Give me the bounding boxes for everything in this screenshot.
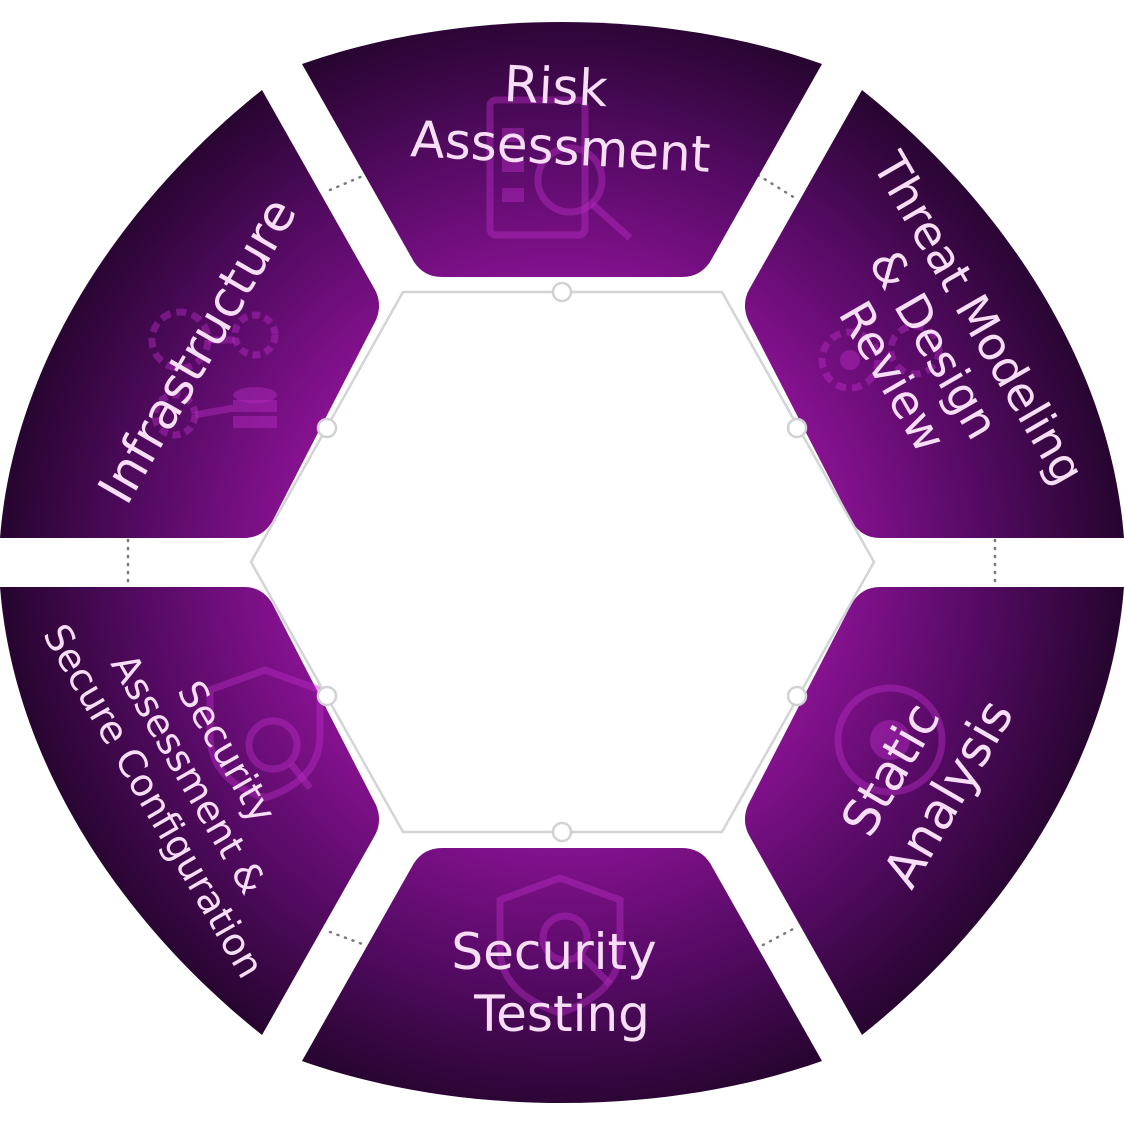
hexagon-node-upper-right: [786, 417, 808, 439]
center-hexagon: [249, 281, 876, 843]
segment-risk-assessment[interactable]: [302, 22, 822, 277]
hexagon-node-lower-left: [316, 685, 338, 707]
gears-icon: [818, 322, 943, 392]
segment-connectors: [126, 173, 997, 947]
segments: [0, 22, 1124, 1103]
segment-threat-modeling[interactable]: [744, 90, 1124, 538]
server-gears-icon: [148, 308, 279, 439]
hexagon-node-bottom: [551, 821, 573, 843]
segment-security-testing[interactable]: [302, 848, 822, 1103]
security-testing-label: Security Testing: [451, 923, 672, 1043]
segment-infrastructure[interactable]: [0, 90, 380, 538]
hexagon-node-upper-left: [316, 417, 338, 439]
hexagon-node-lower-right: [786, 685, 808, 707]
chart-search-icon: [834, 684, 946, 796]
document-search-icon: [486, 96, 633, 241]
shield-search-icon: [496, 874, 624, 1017]
hexagon-node-top: [551, 281, 573, 303]
segment-security-assessment[interactable]: [0, 587, 380, 1035]
shield-magnifier-icon: [206, 666, 324, 802]
segment-static-analysis[interactable]: [744, 587, 1124, 1035]
risk-assessment-label: Risk Assessment: [409, 50, 715, 184]
